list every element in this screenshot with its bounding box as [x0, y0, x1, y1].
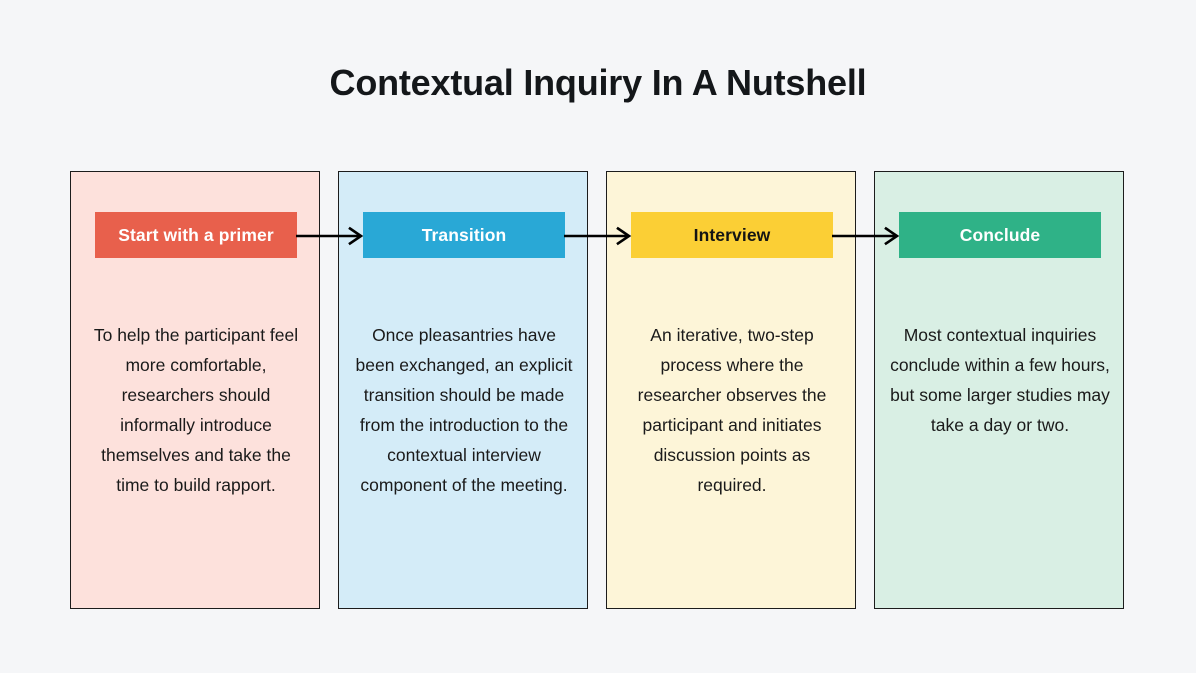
step-card-4: Conclude Most contextual inquiries concl…: [874, 171, 1124, 609]
step-header-1: Start with a primer: [95, 212, 297, 258]
step-label-4: Conclude: [959, 224, 1041, 245]
step-body-2: Once pleasantries have been exchanged, a…: [355, 325, 573, 495]
step-label-1: Start with a primer: [118, 224, 274, 245]
step-card-3: Interview An iterative, two-step process…: [606, 171, 856, 609]
step-card-1: Start with a primer To help the particip…: [70, 171, 320, 609]
page-title: Contextual Inquiry In A Nutshell: [329, 62, 867, 103]
step-header-4: Conclude: [899, 212, 1101, 258]
step-body-3: An iterative, two-step process where the…: [637, 325, 827, 495]
step-label-3: Interview: [693, 224, 771, 245]
step-header-2: Transition: [363, 212, 565, 258]
step-label-2: Transition: [421, 224, 507, 245]
step-card-2: Transition Once pleasantries have been e…: [338, 171, 588, 609]
step-body-1: To help the participant feel more comfor…: [93, 325, 299, 495]
step-body-4: Most contextual inquiries conclude withi…: [890, 325, 1110, 435]
process-flow: Start with a primer To help the particip…: [70, 171, 1126, 609]
step-header-3: Interview: [631, 212, 833, 258]
